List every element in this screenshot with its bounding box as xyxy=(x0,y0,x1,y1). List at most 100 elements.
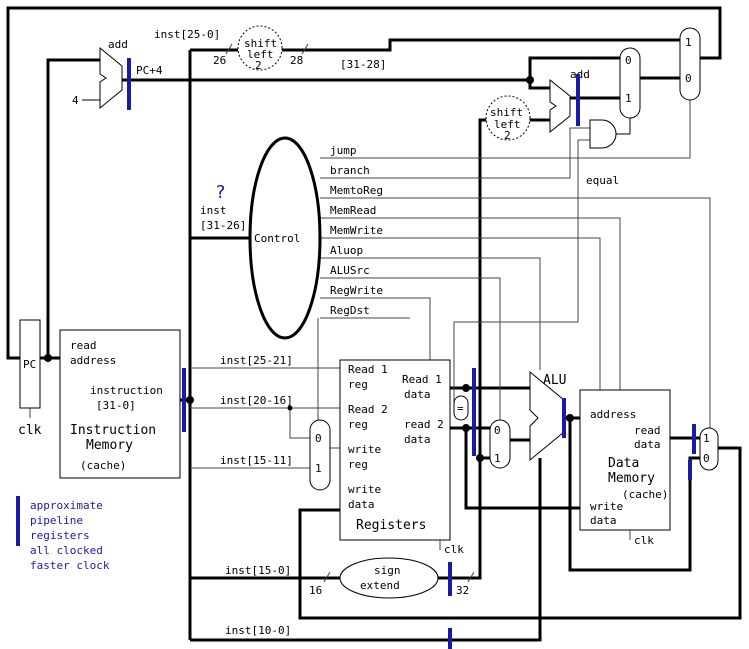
reg-wb: reg xyxy=(348,458,368,471)
imem-31-0: [31-0] xyxy=(96,399,136,412)
label-w32: 32 xyxy=(456,584,469,597)
pc-clk-label: clk xyxy=(18,423,42,438)
label-w26: 26 xyxy=(213,54,226,67)
tick-26 xyxy=(225,43,233,55)
wire-alu-bypass xyxy=(568,418,700,572)
const-4: 4 xyxy=(72,94,79,107)
label-inst25-21: inst[25-21] xyxy=(220,354,293,367)
jump-mux-0: 0 xyxy=(685,72,692,85)
memtoreg-mux xyxy=(699,427,719,471)
branch-shift-left xyxy=(485,95,531,141)
jump-mux-1: 1 xyxy=(685,36,692,49)
wire-regwrite-ctl xyxy=(320,297,431,360)
wire-alusrc-ctl xyxy=(320,277,501,420)
pc-adder xyxy=(99,46,123,110)
reg-wda: write xyxy=(348,483,381,496)
dmem-title2: Memory xyxy=(608,471,655,486)
imem-cache: (cache) xyxy=(80,459,126,472)
reg-r1b: reg xyxy=(348,378,368,391)
alusrc-mux-1: 1 xyxy=(494,452,501,465)
jump-shift-left xyxy=(237,25,283,71)
reg-o1a: Read 1 xyxy=(402,373,442,386)
label-w16: 16 xyxy=(309,584,322,597)
label-inst15-11: inst[15-11] xyxy=(220,454,293,467)
ctl-regdst: RegDst xyxy=(330,304,370,317)
pc4-label: PC+4 xyxy=(136,64,163,77)
ctl-memwrite: MemWrite xyxy=(330,224,383,237)
dmem-rd2: data xyxy=(634,438,661,451)
reg-r2b: reg xyxy=(348,418,368,431)
jump-mux xyxy=(679,27,701,101)
wire-memwrite-ctl xyxy=(320,237,601,390)
note-line-1: approximate xyxy=(30,499,103,512)
imem-read: read xyxy=(70,339,97,352)
dot-read2 xyxy=(462,424,470,432)
branch-shift-l2: left xyxy=(494,118,521,131)
reg-r1a: Read 1 xyxy=(348,363,388,376)
ctl-memtoreg: MemtoReg xyxy=(330,184,383,197)
regdst-mux-0: 0 xyxy=(315,432,322,445)
data-memory xyxy=(579,389,671,531)
control-label: Control xyxy=(254,232,300,245)
eq-label: = xyxy=(457,402,464,415)
branch-and-gate xyxy=(589,119,617,149)
imem-instruction: instruction xyxy=(90,384,163,397)
pc-register xyxy=(19,319,41,409)
branch-shift-l1: shift xyxy=(490,106,523,119)
label-inst: inst xyxy=(200,204,227,217)
wire-pc4 xyxy=(122,78,550,90)
tick-32 xyxy=(467,571,475,583)
wire-jump-loop xyxy=(6,6,722,360)
wire-31-28 xyxy=(310,38,680,52)
wire-inst20-mux xyxy=(289,408,310,439)
note-line-3: registers xyxy=(30,529,90,542)
wire-inst-10-0 xyxy=(190,458,542,642)
label-equal: equal xyxy=(586,174,619,187)
ctl-branch: branch xyxy=(330,164,370,177)
note-line-4: all clocked xyxy=(30,544,103,557)
memtoreg-mux-0: 0 xyxy=(703,452,710,465)
jump-shift-l2: left xyxy=(247,48,274,61)
ctl-regwrite: RegWrite xyxy=(330,284,383,297)
dmem-wd1: write xyxy=(590,500,623,513)
reg-r2a: Read 2 xyxy=(348,403,388,416)
reg-o1b: data xyxy=(404,388,431,401)
signext-l2: extend xyxy=(360,579,400,592)
label-31-28: [31-28] xyxy=(340,58,386,71)
dot-inst20 xyxy=(287,405,293,411)
jump-shift-l1: shift xyxy=(244,37,277,50)
label-31-26: [31-26] xyxy=(200,219,246,232)
wire-memread-ctl xyxy=(320,217,621,390)
dmem-clk: clk xyxy=(634,534,654,547)
dmem-rd1: read xyxy=(634,424,661,437)
note-line-5: faster clock xyxy=(30,559,110,572)
ctl-memread: MemRead xyxy=(330,204,376,217)
control-unit xyxy=(248,136,322,340)
branch-mux-1: 1 xyxy=(625,92,632,105)
label-inst10-0: inst[10-0] xyxy=(225,624,291,637)
wire-branch-ctl xyxy=(320,127,590,179)
memtoreg-mux-1: 1 xyxy=(703,432,710,445)
dot-pc xyxy=(44,354,52,362)
thin-wires xyxy=(29,43,711,583)
ctl-jump: jump xyxy=(330,144,357,157)
dmem-cache: (cache) xyxy=(622,488,668,501)
wire-writeback xyxy=(298,446,742,620)
dot-read1 xyxy=(462,384,470,392)
label-w28: 28 xyxy=(290,54,303,67)
ctl-aluop: Aluop xyxy=(330,244,363,257)
label-inst25-0: inst[25-0] xyxy=(154,28,220,41)
imem-address: address xyxy=(70,354,116,367)
tick-28 xyxy=(301,43,309,55)
regdst-mux-1: 1 xyxy=(315,462,322,475)
imem-title2: Memory xyxy=(86,438,133,453)
jump-shift-l3: 2 xyxy=(255,59,262,72)
reg-title: Registers xyxy=(356,518,426,533)
dot-alu xyxy=(566,414,574,422)
branch-mux-0: 0 xyxy=(625,54,632,67)
dot-signext xyxy=(476,454,484,462)
dmem-wd2: data xyxy=(590,514,617,527)
pipeline-markers xyxy=(16,58,696,649)
branch-shift-l3: 2 xyxy=(504,129,511,142)
